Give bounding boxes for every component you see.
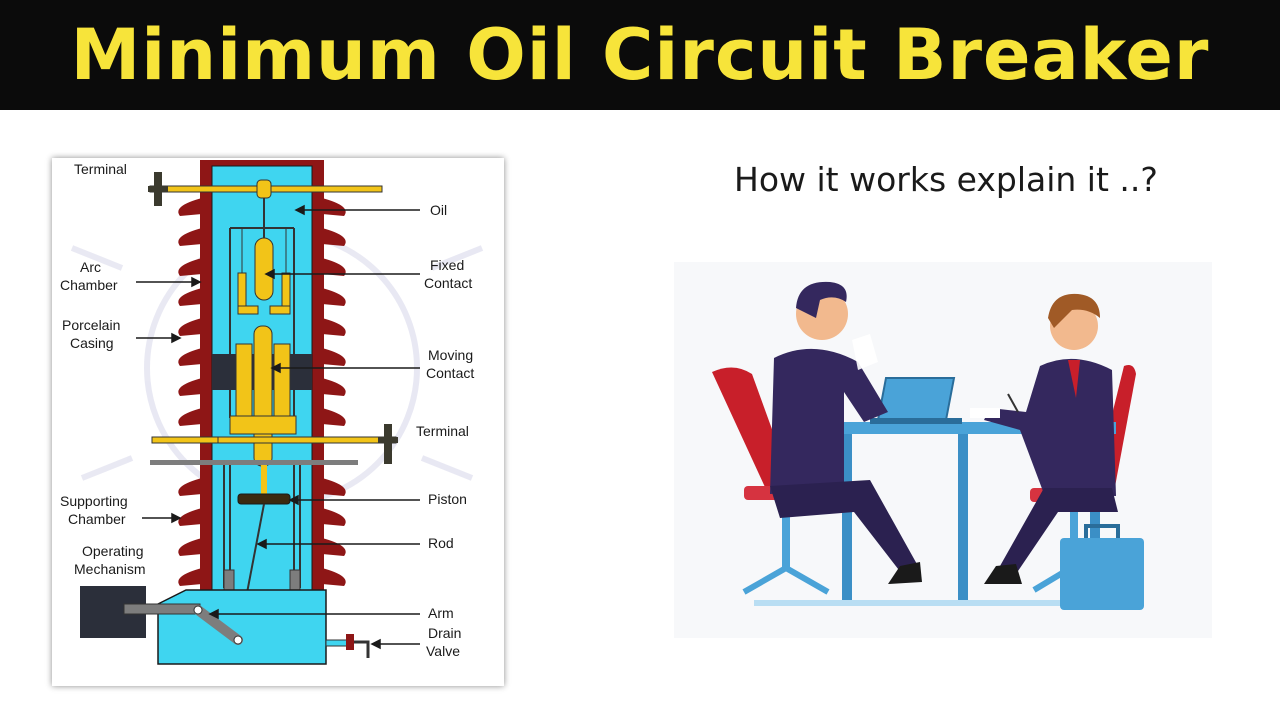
label-fixed-1: Fixed <box>430 257 464 273</box>
label-moving-1: Moving <box>428 347 473 363</box>
label-rod: Rod <box>428 535 454 551</box>
page-title: Minimum Oil Circuit Breaker <box>70 14 1210 96</box>
label-operating-1: Operating <box>82 543 143 559</box>
label-arc-1: Arc <box>80 259 101 275</box>
circuit-breaker-diagram: Terminal Oil Arc Chamber Fixed Contact P… <box>52 158 504 686</box>
moving-contact <box>229 325 297 467</box>
base-tank <box>157 589 327 665</box>
title-bar: Minimum Oil Circuit Breaker <box>0 0 1280 110</box>
question-text: How it works explain it ..? <box>734 160 1158 199</box>
label-terminal-top: Terminal <box>74 161 127 177</box>
label-terminal-right: Terminal <box>416 423 469 439</box>
label-drain-2: Valve <box>426 643 460 659</box>
right-person <box>970 293 1118 584</box>
label-supporting-2: Chamber <box>68 511 126 527</box>
label-porcelain-1: Porcelain <box>62 317 120 333</box>
label-arm: Arm <box>428 605 454 621</box>
label-moving-2: Contact <box>426 365 474 381</box>
label-fixed-2: Contact <box>424 275 472 291</box>
support-plate <box>150 460 358 465</box>
briefcase-icon <box>1060 524 1144 610</box>
label-porcelain-2: Casing <box>70 335 114 351</box>
label-drain-1: Drain <box>428 625 461 641</box>
drain-valve <box>325 634 370 658</box>
diagram-svg: Terminal Oil Arc Chamber Fixed Contact P… <box>60 160 484 665</box>
label-operating-2: Mechanism <box>74 561 146 577</box>
label-oil: Oil <box>430 202 447 218</box>
label-piston: Piston <box>428 491 467 507</box>
leader-lines <box>136 204 420 650</box>
porcelain-sheds-left <box>178 198 202 586</box>
right-terminal-bolt <box>384 424 392 464</box>
fixed-contact <box>237 228 291 315</box>
porcelain-sheds-right <box>322 198 346 586</box>
laptop <box>870 377 962 424</box>
meeting-illustration <box>674 262 1212 638</box>
fixed-contact-top <box>256 179 272 199</box>
supporting-chamber <box>223 465 301 588</box>
arm <box>193 605 243 645</box>
left-person <box>770 281 922 584</box>
label-arc-2: Chamber <box>60 277 118 293</box>
label-supporting-1: Supporting <box>60 493 128 509</box>
piston <box>237 493 291 505</box>
meeting-svg <box>712 281 1144 610</box>
